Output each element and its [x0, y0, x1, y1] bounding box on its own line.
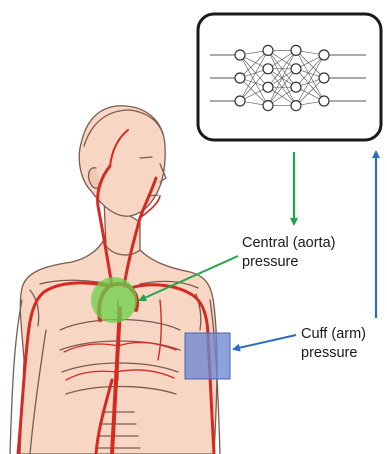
arm-cuff	[185, 333, 230, 379]
central-pressure-label-line1: Central (aorta)	[242, 234, 335, 253]
network-node	[235, 50, 245, 60]
network-node	[263, 45, 273, 55]
central-pressure-label: Central (aorta) pressure	[242, 234, 335, 272]
cuff-pressure-label: Cuff (arm) pressure	[301, 325, 366, 363]
arrow-label-to-cuff	[234, 335, 296, 349]
network-node	[263, 101, 273, 111]
network-node	[235, 96, 245, 106]
cuff-pressure-label-line1: Cuff (arm)	[301, 325, 366, 344]
network-node	[291, 64, 301, 74]
network-node	[235, 73, 245, 83]
heart-highlight	[91, 277, 137, 323]
network-node	[263, 64, 273, 74]
network-node	[291, 101, 301, 111]
cuff-pressure-label-line2: pressure	[301, 344, 366, 363]
network-node	[263, 82, 273, 92]
neural-network-icon	[198, 14, 381, 140]
network-node	[319, 96, 329, 106]
network-node	[319, 73, 329, 83]
network-node	[291, 82, 301, 92]
network-node	[291, 45, 301, 55]
network-node	[319, 50, 329, 60]
head	[79, 106, 165, 216]
central-pressure-label-line2: pressure	[242, 253, 335, 272]
